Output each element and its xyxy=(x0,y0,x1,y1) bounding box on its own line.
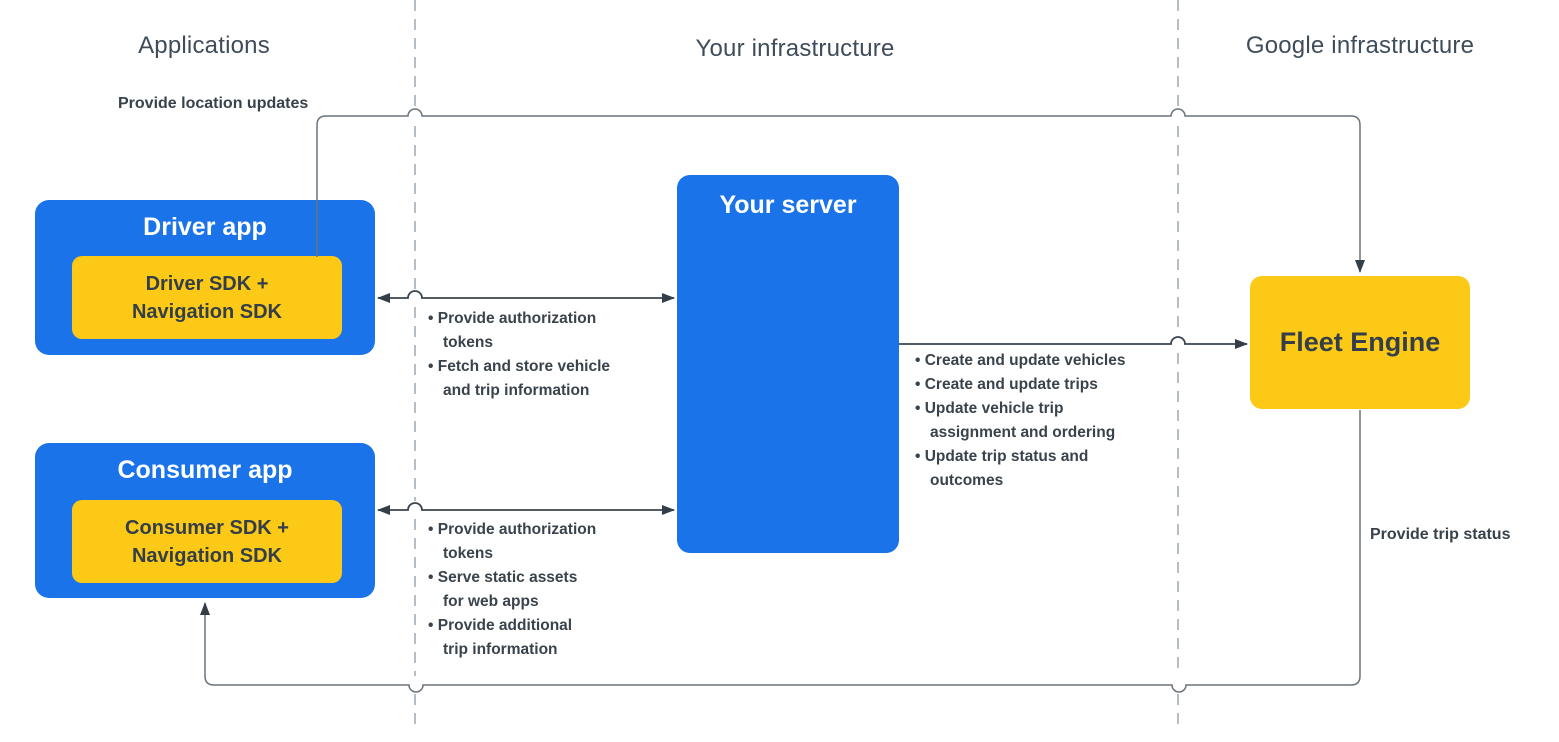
consumer-sdk-box: Consumer SDK + Navigation SDK xyxy=(72,500,342,583)
edge-consumer-server xyxy=(377,502,675,515)
list-item: Update vehicle trip assignment and order… xyxy=(915,397,1185,445)
column-header-your-infrastructure: Your infrastructure xyxy=(695,35,895,62)
node-fleet-engine: Fleet Engine xyxy=(1250,276,1470,409)
list-item: Update trip status and outcomes xyxy=(915,445,1185,493)
edge-list-driver-server: Provide authorization tokens Fetch and s… xyxy=(428,307,668,403)
node-driver-app: Driver app Driver SDK + Navigation SDK xyxy=(35,200,375,355)
list-item: Fetch and store vehicle and trip informa… xyxy=(428,355,668,403)
fleet-engine-title: Fleet Engine xyxy=(1279,327,1441,357)
list-item: Provide authorization tokens xyxy=(428,307,668,355)
column-header-applications: Applications xyxy=(138,32,270,59)
list-item: Provide additional trip information xyxy=(428,614,668,662)
driver-sdk-box: Driver SDK + Navigation SDK xyxy=(72,256,342,339)
edge-driver-server xyxy=(377,290,675,303)
list-item: Create and update vehicles xyxy=(915,349,1185,373)
your-server-title: Your server xyxy=(719,191,857,219)
edge-server-fleet xyxy=(899,336,1248,349)
edge-list-consumer-server: Provide authorization tokens Serve stati… xyxy=(428,518,668,662)
edge-label-provide-location-updates: Provide location updates xyxy=(118,95,309,112)
list-item: Create and update trips xyxy=(915,373,1185,397)
list-item: Provide authorization tokens xyxy=(428,518,668,566)
consumer-app-title: Consumer app xyxy=(117,456,293,484)
node-your-server: Your server xyxy=(677,175,899,553)
edge-list-server-fleet: Create and update vehicles Create and up… xyxy=(915,349,1185,493)
column-header-google-infrastructure: Google infrastructure xyxy=(1245,32,1475,59)
list-item: Serve static assets for web apps xyxy=(428,566,668,614)
edge-label-provide-trip-status: Provide trip status xyxy=(1370,526,1511,543)
node-consumer-app: Consumer app Consumer SDK + Navigation S… xyxy=(35,443,375,598)
driver-app-title: Driver app xyxy=(143,213,267,241)
